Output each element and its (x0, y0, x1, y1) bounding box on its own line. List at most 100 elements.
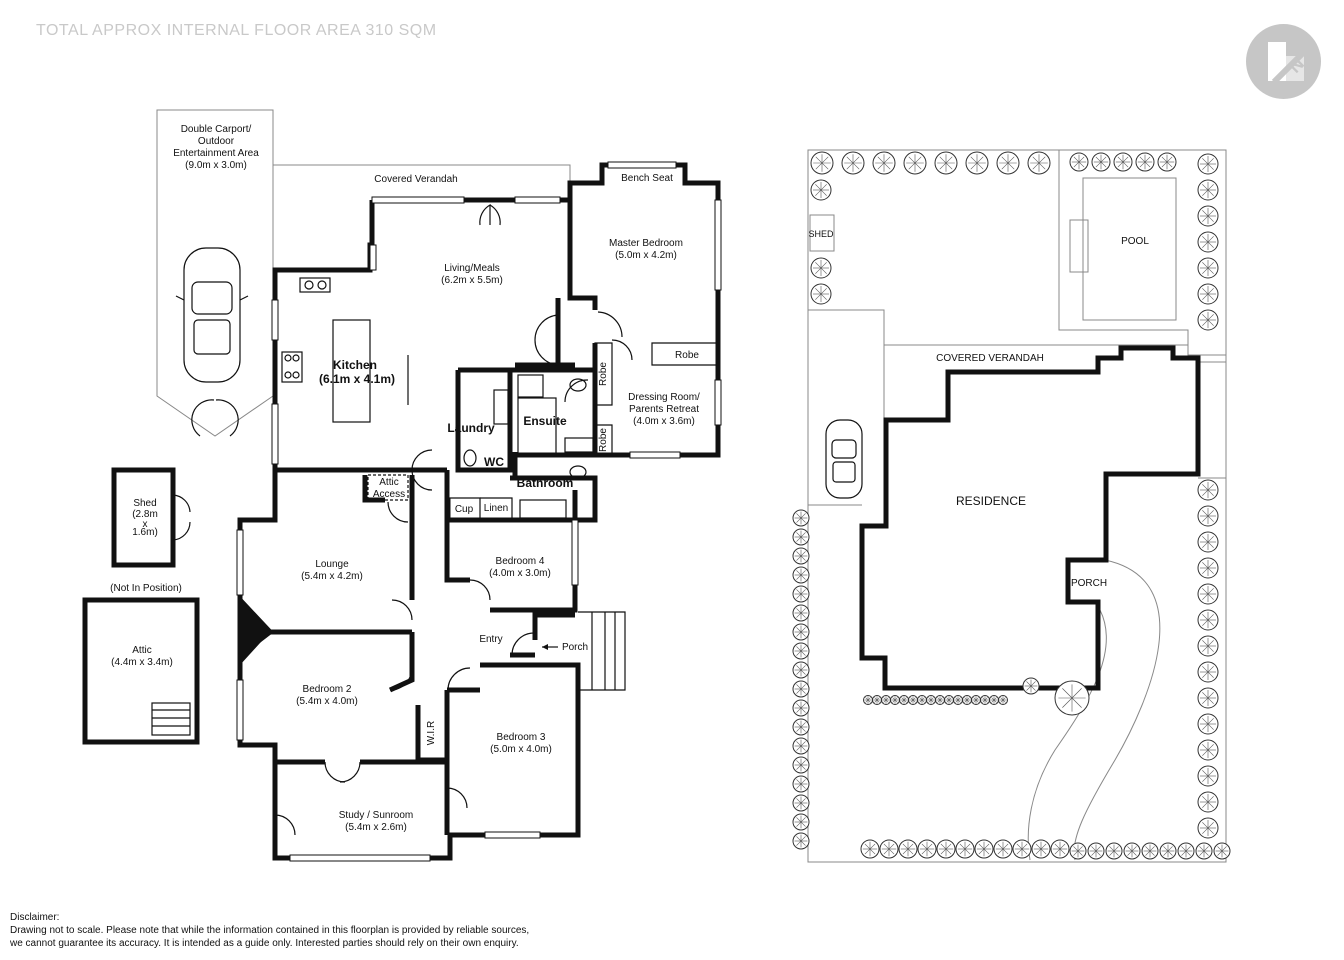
lounge-label: Lounge (315, 559, 349, 570)
tree-icon-stroke (796, 532, 806, 542)
tree-icon-stroke (1202, 666, 1214, 678)
tree-icon-stroke (1000, 697, 1006, 703)
study-sunroom-label: Study / Sunroom (339, 810, 413, 821)
entry-label: Entry (479, 634, 502, 645)
tree-icon-stroke (1202, 718, 1214, 730)
carport-dimensions: (9.0m x 3.0m) (185, 160, 247, 171)
site-trees (792, 151, 1231, 860)
tree-icon-stroke (815, 288, 827, 300)
porch-label: Porch (562, 642, 588, 653)
car-icon (175, 247, 249, 383)
tree-icon-stroke (1202, 614, 1214, 626)
tree-icon-stroke (1117, 156, 1129, 168)
tree-icon-stroke (991, 697, 997, 703)
attic-dimensions: (4.4m x 3.4m) (111, 657, 173, 668)
master-bedroom-dimensions: (5.0m x 4.2m) (615, 250, 677, 261)
disclaimer-line-2: we cannot guarantee its accuracy. It is … (10, 938, 519, 949)
tree-icon-stroke (1073, 846, 1083, 856)
tree-icon-stroke (796, 589, 806, 599)
tree-icon-stroke (978, 843, 990, 855)
bedroom-2-dimensions: (5.4m x 4.0m) (296, 696, 358, 707)
tree-icon-stroke (1163, 846, 1173, 856)
cup-label: Cup (455, 504, 474, 515)
tree-icon-stroke (1016, 843, 1028, 855)
tree-icon-stroke (1001, 156, 1015, 170)
site-plan: SHED POOL COVERED VERANDAH RESIDENCE POR… (792, 149, 1231, 863)
tree-icon-stroke (970, 156, 984, 170)
site-car-icon (825, 419, 863, 499)
tree-icon-stroke (865, 697, 871, 703)
tree-icon-stroke (959, 843, 971, 855)
tree-icon-stroke (1202, 288, 1214, 300)
tree-icon-stroke (1202, 536, 1214, 548)
tree-icon-stroke (901, 697, 907, 703)
tree-icon-stroke (815, 262, 827, 274)
tree-icon-stroke (892, 697, 898, 703)
tree-icon-stroke (1054, 843, 1066, 855)
robe-label-top: Robe (675, 350, 699, 361)
tree-icon-stroke (1202, 588, 1214, 600)
tree-icon-stroke (1202, 744, 1214, 756)
tree-icon-stroke (1202, 770, 1214, 782)
tree-icon-stroke (902, 843, 914, 855)
tree-icon-stroke (940, 843, 952, 855)
tree-icon-stroke (796, 760, 806, 770)
shed-dimensions-1: (2.8m (132, 509, 158, 520)
bedroom-4-label: Bedroom 4 (496, 556, 545, 567)
tree-icon-stroke (1026, 681, 1036, 691)
tree-icon-stroke (1139, 156, 1151, 168)
tree-icon-stroke (1161, 156, 1173, 168)
tree-icon-stroke (919, 697, 925, 703)
tree-icon-stroke (1202, 158, 1214, 170)
tree-icon-stroke (908, 156, 922, 170)
tree-icon-stroke (921, 843, 933, 855)
dressing-room-label-line2: Parents Retreat (629, 404, 699, 415)
linen-label: Linen (484, 503, 508, 514)
tree-icon-stroke (796, 684, 806, 694)
verandah-label: Covered Verandah (374, 174, 457, 185)
site-pool-label: POOL (1121, 236, 1149, 247)
shed-dimensions-2: x (143, 519, 148, 530)
tree-icon-stroke (883, 697, 889, 703)
site-verandah-label: COVERED VERANDAH (936, 353, 1044, 364)
disclaimer-title: Disclaimer: (10, 912, 60, 923)
tree-icon-stroke (982, 697, 988, 703)
tree-icon-stroke (973, 697, 979, 703)
tree-icon-stroke (910, 697, 916, 703)
tree-icon-stroke (796, 627, 806, 637)
carport-label-line3: Entertainment Area (173, 148, 259, 159)
kitchen-label: Kitchen (333, 358, 377, 372)
tree-icon-stroke (946, 697, 952, 703)
tree-icon-stroke (1199, 846, 1209, 856)
not-in-position-label: (Not In Position) (110, 583, 182, 594)
tree-icon-stroke (997, 843, 1009, 855)
tree-icon-stroke (796, 722, 806, 732)
tree-icon-stroke (1095, 156, 1107, 168)
tree-icon-stroke (846, 156, 860, 170)
carport-area: Double Carport/ Outdoor Entertainment Ar… (156, 109, 274, 437)
tree-icon-stroke (1202, 510, 1214, 522)
site-shed-label: SHED (808, 229, 834, 239)
attic-access-label-line2: Access (373, 489, 405, 500)
fixtures (151, 277, 626, 736)
tree-icon-stroke (1202, 484, 1214, 496)
tree-icon-stroke (928, 697, 934, 703)
living-meals-dimensions: (6.2m x 5.5m) (441, 275, 503, 286)
tree-icon-stroke (796, 798, 806, 808)
bathroom-label: Bathroom (517, 476, 574, 490)
site-residence-label: RESIDENCE (956, 494, 1026, 508)
tree-icon-stroke (955, 697, 961, 703)
dressing-room-dimensions: (4.0m x 3.6m) (633, 416, 695, 427)
kitchen-dimensions: (6.1m x 4.1m) (319, 372, 395, 386)
tree-icon-stroke (1202, 314, 1214, 326)
tree-icon-stroke (883, 843, 895, 855)
tree-icon-stroke (1202, 562, 1214, 574)
windows (236, 161, 722, 862)
tree-icon-stroke (1217, 846, 1227, 856)
tree-icon-stroke (1202, 640, 1214, 652)
tree-icon-stroke (1032, 156, 1046, 170)
tree-icon-stroke (877, 156, 891, 170)
tree-icon-stroke (1035, 843, 1047, 855)
living-meals-label: Living/Meals (444, 263, 500, 274)
